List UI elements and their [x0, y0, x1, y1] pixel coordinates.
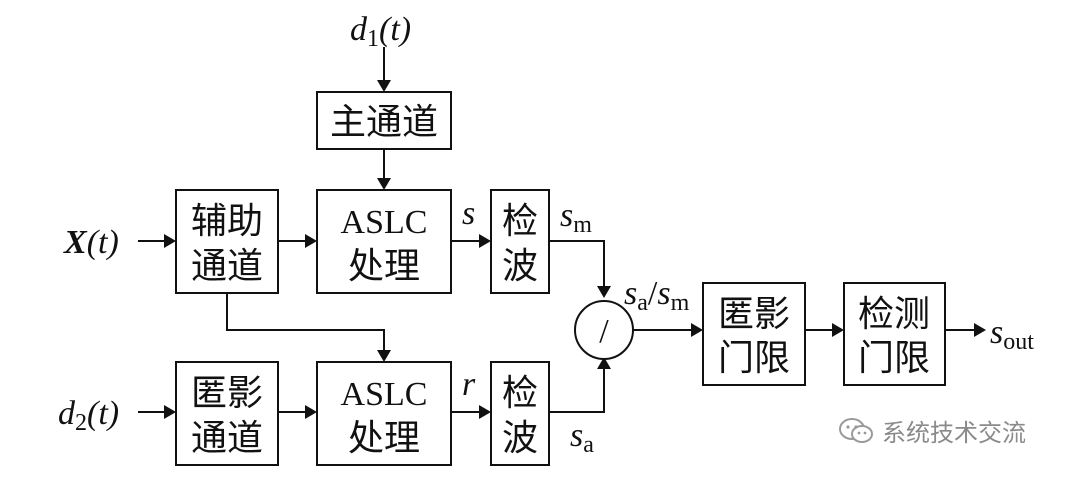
- main-channel-label: 主通道: [330, 102, 438, 143]
- detect-threshold-label-1: 检测: [858, 294, 930, 335]
- detect-bottom-label-1: 检: [502, 373, 538, 414]
- aux-channel-label-1: 辅助: [191, 201, 263, 242]
- aslc-bottom-label-2: 处理: [348, 418, 420, 459]
- divider-symbol: /: [599, 313, 609, 350]
- d1-label: d1(t): [350, 11, 411, 52]
- blank-threshold-block: 匿影 门限: [702, 282, 806, 386]
- blank-threshold-label-1: 匿影: [718, 294, 790, 335]
- blank-channel-block: 匿影 通道: [175, 361, 279, 466]
- detect-bottom-label-2: 波: [502, 418, 538, 459]
- blank-channel-label-1: 匿影: [191, 373, 263, 414]
- main-channel-block: 主通道: [316, 91, 452, 150]
- sout-label: sout: [990, 314, 1034, 355]
- blank-threshold-label-2: 门限: [718, 338, 790, 379]
- aslc-top-block: ASLC 处理: [316, 189, 452, 294]
- aslc-bottom-block: ASLC 处理: [316, 361, 452, 466]
- ratio-label: sa/sm: [624, 275, 690, 316]
- divider-node: /: [574, 300, 634, 360]
- x-label: X(t): [63, 224, 119, 261]
- sm-label: sm: [560, 197, 592, 238]
- s-label: s: [462, 195, 475, 232]
- watermark: 系统技术交流: [838, 413, 1026, 448]
- aux-channel-block: 辅助 通道: [175, 189, 279, 294]
- connections: [138, 47, 986, 419]
- wechat-icon: [839, 417, 873, 443]
- aslc-top-label-1: ASLC: [341, 204, 428, 241]
- r-label: r: [462, 366, 476, 403]
- detect-bottom-block: 检 波: [490, 361, 550, 466]
- detect-top-label-2: 波: [502, 246, 538, 287]
- d2-label: d2(t): [58, 395, 119, 436]
- watermark-text: 系统技术交流: [882, 419, 1026, 447]
- detect-top-label-1: 检: [502, 201, 538, 242]
- detect-top-block: 检 波: [490, 189, 550, 294]
- detect-threshold-label-2: 门限: [858, 338, 930, 379]
- aslc-top-label-2: 处理: [348, 246, 420, 287]
- aux-channel-label-2: 通道: [191, 246, 263, 287]
- blank-channel-label-2: 通道: [191, 418, 263, 459]
- aslc-bottom-label-1: ASLC: [341, 376, 428, 413]
- sa-label: sa: [570, 417, 594, 458]
- detect-threshold-block: 检测 门限: [843, 282, 946, 386]
